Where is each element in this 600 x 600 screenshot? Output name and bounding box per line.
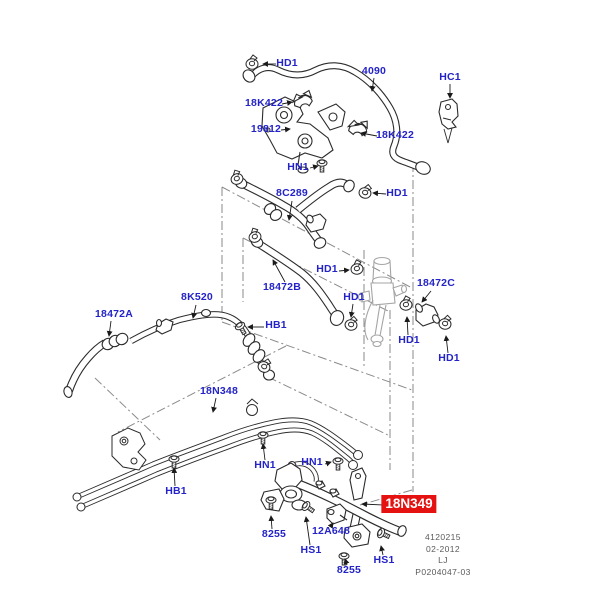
- hose-clamp-icon: [343, 314, 360, 332]
- sensor-12a648: [326, 503, 348, 525]
- part-label[interactable]: HC1: [439, 71, 461, 83]
- part-label[interactable]: HB1: [265, 319, 287, 331]
- part-label[interactable]: 18K422: [245, 97, 283, 109]
- part-label[interactable]: HD1: [276, 57, 298, 69]
- part-label[interactable]: HS1: [300, 544, 322, 556]
- nut-icon: [332, 457, 344, 471]
- part-label[interactable]: 8C289: [276, 187, 308, 199]
- part-label[interactable]: 8255: [336, 564, 362, 576]
- part-label[interactable]: 19812: [250, 123, 282, 135]
- part-label[interactable]: HD1: [438, 352, 460, 364]
- leader-lines: [106, 61, 453, 566]
- hose-clamp-icon: [437, 313, 453, 331]
- part-label[interactable]: HN1: [301, 456, 323, 468]
- part-label[interactable]: HD1: [386, 187, 408, 199]
- nut-icon: [316, 159, 328, 173]
- part-label[interactable]: HS1: [373, 554, 395, 566]
- part-label[interactable]: HD1: [343, 291, 365, 303]
- fitting-18472c: [415, 303, 440, 327]
- part-label[interactable]: 12A648: [312, 525, 350, 537]
- hc1-pointer-lines: [443, 127, 453, 144]
- part-label[interactable]: HN1: [254, 459, 276, 471]
- part-label[interactable]: 18472B: [263, 281, 301, 293]
- part-label[interactable]: 18K422: [376, 129, 414, 141]
- part-label[interactable]: HD1: [398, 334, 420, 346]
- part-label[interactable]: 8255: [261, 528, 287, 540]
- drawing-reference-line: LJ: [438, 555, 448, 565]
- valve-assembly: [357, 256, 408, 348]
- part-label[interactable]: 18472A: [95, 308, 133, 320]
- hose-4090: [242, 66, 431, 175]
- part-label[interactable]: 18N348: [200, 385, 238, 397]
- hose-18472a: [63, 332, 129, 398]
- drawing-reference-line: 4120215: [425, 532, 461, 542]
- hose-8c289: [234, 177, 355, 249]
- highlighted-part-label[interactable]: 18N349: [381, 495, 437, 513]
- part-label[interactable]: 4090: [361, 65, 387, 77]
- clip-hc1: [438, 98, 459, 130]
- hose-clamp-icon: [398, 294, 414, 312]
- part-label[interactable]: 8K520: [181, 291, 213, 303]
- part-label[interactable]: HN1: [287, 161, 309, 173]
- part-label[interactable]: HD1: [316, 263, 338, 275]
- spring-clamp-icon: [290, 89, 314, 110]
- bracket-19812: [261, 96, 346, 174]
- drawing-reference-line: P0204047-03: [415, 566, 471, 577]
- hose-8k520: [131, 308, 276, 381]
- part-label[interactable]: HB1: [165, 485, 187, 497]
- drawing-reference-line: 02-2012: [426, 543, 460, 554]
- rail-18n349: [260, 460, 407, 548]
- part-label[interactable]: 18472C: [417, 277, 455, 289]
- hose-clamp-icon: [245, 54, 259, 70]
- hose-clamp-icon: [357, 182, 374, 201]
- pipe-18n348: [72, 398, 363, 512]
